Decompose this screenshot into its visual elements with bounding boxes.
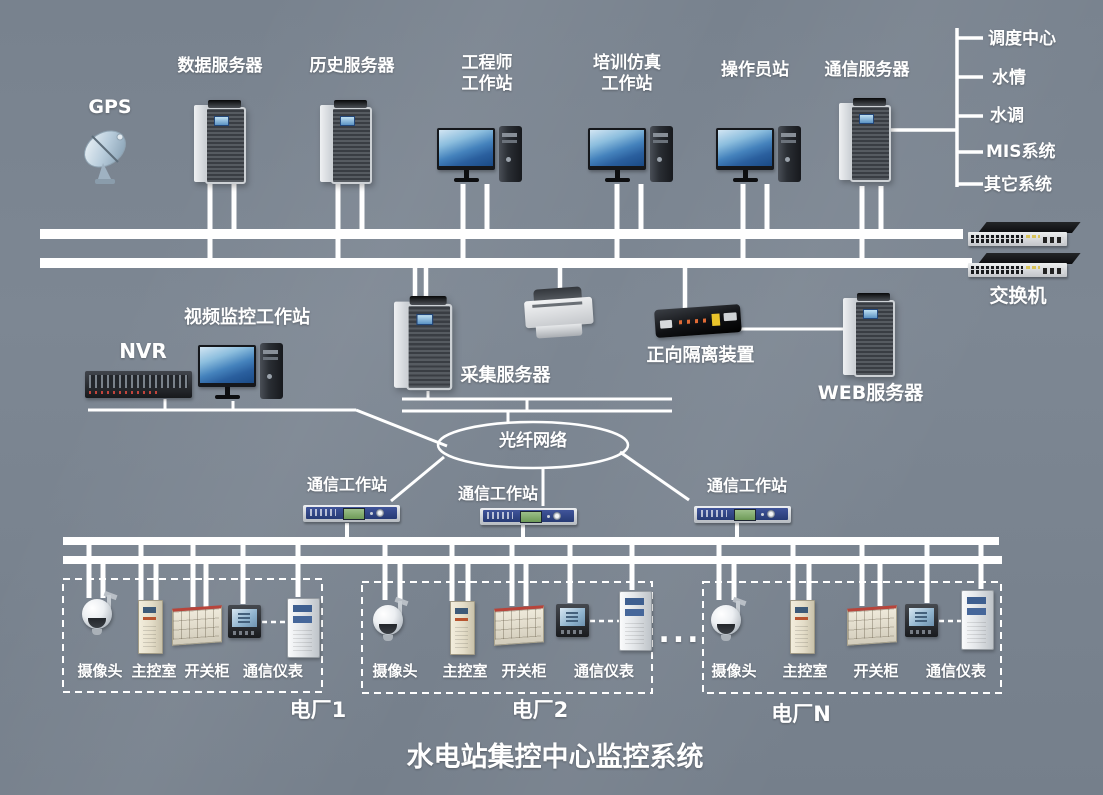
server-tower-icon [394,296,453,391]
equipment-cabinet-icon [619,591,652,651]
label-plant1-switchgear: 开关柜 [184,662,230,680]
label-forward-isolation-device: 正向隔离装置 [646,345,755,366]
label-plant2-control-room: 主控室 [442,662,488,680]
label-plant2-name: 电厂2 [511,698,569,722]
desktop-computer-icon [198,342,284,402]
isolation-box-icon [654,304,742,340]
label-comm-workstation-2: 通信工作站 [457,484,538,503]
label-other-systems: 其它系统 [984,175,1052,195]
switchgear-cabinet-icon [494,605,544,646]
rack-unit-icon [303,505,400,522]
desktop-computer-icon [588,125,674,185]
comm-meter-icon [556,604,589,637]
label-switch: 交换机 [989,285,1047,307]
diagram-title: 水电站集控中心监控系统 [406,742,704,773]
printer-icon [519,285,599,344]
control-cabinet-icon [450,601,475,655]
label-plantN-comm-meter: 通信仪表 [925,662,986,680]
switchgear-cabinet-icon [172,605,222,646]
comm-meter-icon [905,604,938,637]
label-operator-station: 操作员站 [721,60,789,80]
control-cabinet-icon [790,600,815,654]
server-tower-icon [839,98,891,182]
label-plant1-comm-meter: 通信仪表 [242,662,303,680]
rack-unit-icon [480,508,577,525]
network-switch-icon [968,222,1081,249]
control-cabinet-icon [138,600,163,654]
label-plant2-switchgear: 开关柜 [501,662,547,680]
switchgear-cabinet-icon [847,605,897,646]
label-video-monitoring-workstation: 视频监控工作站 [184,307,310,328]
label-plant1-camera: 摄像头 [77,662,123,680]
nvr-rack-icon [85,371,192,398]
desktop-computer-icon [716,125,802,185]
label-engineer-workstation: 工程师 工作站 [461,53,513,95]
label-nvr: NVR [119,339,167,363]
comm-meter-icon [228,605,261,638]
dome-camera-icon [371,596,409,646]
equipment-cabinet-icon [287,598,320,658]
label-plantN-camera: 摄像头 [711,662,757,680]
desktop-computer-icon [437,125,523,185]
label-plantN-control-room: 主控室 [782,662,828,680]
label-plantN-switchgear: 开关柜 [853,662,899,680]
dome-camera-icon [709,596,747,646]
label-dispatch-center: 调度中心 [988,29,1056,49]
rack-unit-icon [694,506,791,523]
label-web-server: WEB服务器 [817,382,924,404]
plants-ellipsis: ... [658,615,702,650]
label-fiber-network: 光纤网络 [499,431,567,451]
label-plantN-name: 电厂N [771,702,831,726]
label-plant2-comm-meter: 通信仪表 [573,662,634,680]
equipment-cabinet-icon [961,590,994,650]
label-training-simulation-workstation: 培训仿真 工作站 [593,53,661,95]
label-plant2-camera: 摄像头 [372,662,418,680]
label-acquisition-server: 采集服务器 [460,365,551,386]
server-tower-icon [320,100,372,184]
server-tower-icon [194,100,246,184]
label-history-server: 历史服务器 [309,56,395,76]
server-tower-icon [843,293,895,377]
label-comm-server: 通信服务器 [824,60,910,80]
label-comm-workstation-3: 通信工作站 [706,476,787,495]
network-switch-icon [968,253,1081,280]
label-data-server: 数据服务器 [177,56,263,76]
label-mis-system: MIS系统 [986,142,1056,162]
label-gps: GPS [88,96,132,118]
satellite-dish-icon [80,126,132,190]
label-comm-workstation-1: 通信工作站 [306,475,387,494]
dome-camera-icon [80,590,118,640]
label-water-regime: 水情 [992,68,1026,88]
label-plant1-name: 电厂1 [289,698,347,722]
label-water-dispatch: 水调 [990,106,1024,126]
label-plant1-control-room: 主控室 [131,662,177,680]
